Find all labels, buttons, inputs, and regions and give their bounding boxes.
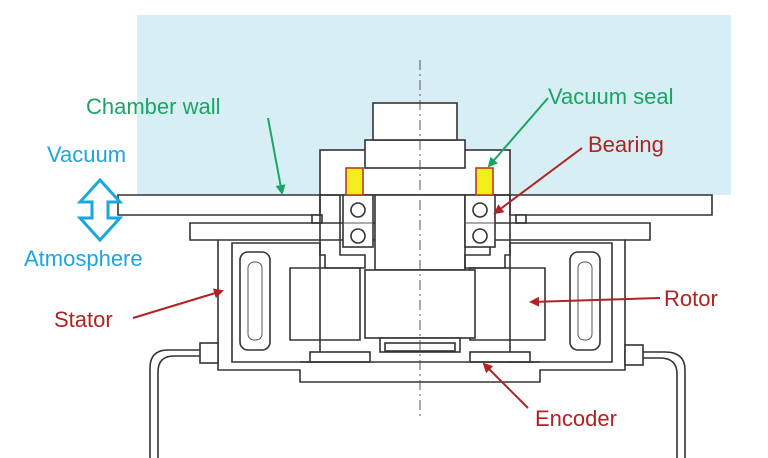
bearing-left [342, 194, 374, 248]
atmosphere-label: Atmosphere [24, 246, 143, 271]
bearing-right [464, 194, 496, 248]
vacuum-label: Vacuum [47, 142, 126, 167]
stator [231, 242, 361, 363]
bearing-housing-right [464, 194, 511, 269]
vacuum-seal-label: Vacuum seal [548, 84, 674, 109]
rotor-arrow [529, 296, 661, 307]
vacuum-seal-arrow [487, 97, 549, 168]
cables [149, 342, 686, 458]
encoder-arrow [482, 362, 529, 409]
bearing-housing-left [319, 194, 366, 269]
chamber-wall-arrow [267, 117, 286, 195]
rotor-label: Rotor [664, 286, 718, 311]
vacuum-seal-left [345, 167, 364, 196]
vacuum-seal-right [475, 167, 494, 196]
double-headed-vertical-arrow-icon [76, 177, 124, 243]
stator-arrow [132, 288, 224, 319]
stator-label: Stator [54, 307, 113, 332]
encoder-label: Encoder [535, 406, 617, 431]
bearing-arrow [493, 147, 583, 215]
bearing-label: Bearing [588, 132, 664, 157]
chamber-wall-label: Chamber wall [86, 94, 221, 119]
